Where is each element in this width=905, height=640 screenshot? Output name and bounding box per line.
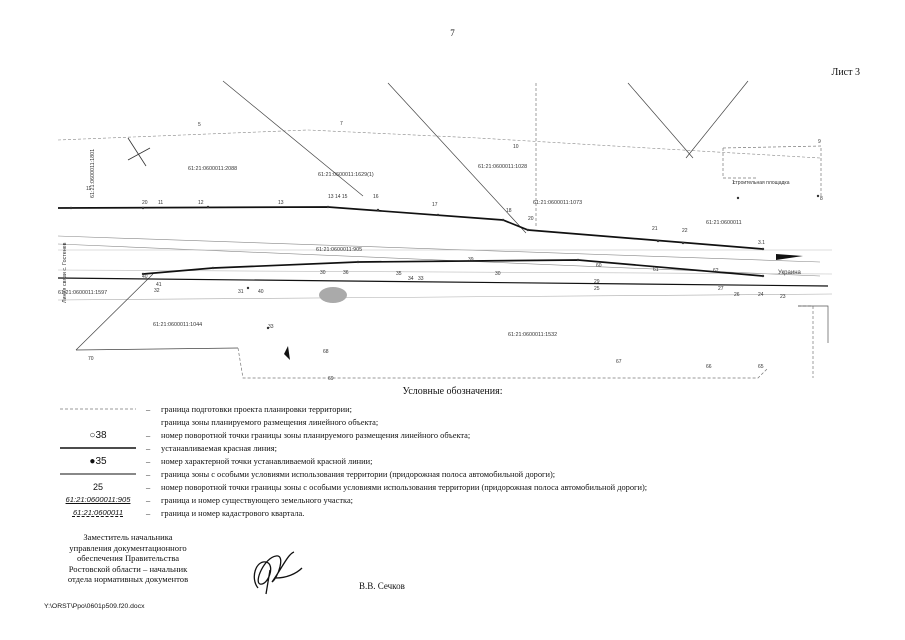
- svg-text:36: 36: [343, 270, 349, 276]
- svg-text:33: 33: [268, 324, 274, 330]
- legend-item: ●35 – номер характерной точки устанавлив…: [89, 456, 373, 467]
- svg-text:30: 30: [320, 270, 326, 276]
- file-path: Y:\ORST\Ppo\0601p509.f20.docx: [44, 603, 145, 610]
- cadastral-label: 61:21:0600011:1597: [58, 290, 107, 296]
- svg-text:12: 12: [198, 200, 204, 206]
- svg-text:18: 18: [506, 208, 512, 214]
- svg-text:31: 31: [238, 289, 244, 295]
- cadastral-label: 61:21:0600011:1028: [478, 164, 527, 170]
- legend-item: ○38 – номер поворотной точки границы зон…: [89, 430, 471, 441]
- svg-text:11: 11: [86, 186, 91, 192]
- legend-symbol-red-line: [60, 447, 136, 449]
- left-vertical-label: Линия связи с. Гостенев: [62, 242, 68, 303]
- cadastral-label: 61:21:0600011:1073: [533, 200, 582, 206]
- svg-text:5: 5: [198, 122, 201, 128]
- svg-text:35: 35: [396, 271, 402, 277]
- svg-text:17: 17: [432, 202, 438, 208]
- street-label: Украина: [778, 270, 802, 276]
- svg-text:41: 41: [156, 282, 162, 288]
- svg-text:29: 29: [594, 279, 600, 285]
- legend-item: 25 – номер поворотной точки границы зоны…: [92, 482, 648, 492]
- svg-text:62: 62: [713, 268, 719, 274]
- svg-text:39: 39: [468, 257, 474, 263]
- svg-text:70: 70: [88, 356, 94, 362]
- construction-label: строительная площадка: [733, 180, 790, 186]
- svg-text:23: 23: [780, 294, 786, 300]
- svg-text:7: 7: [340, 121, 343, 127]
- svg-text:30: 30: [495, 271, 501, 277]
- svg-text:11: 11: [158, 200, 163, 206]
- legend-item: 61:21:0600011:905 – граница и номер суще…: [65, 495, 354, 505]
- svg-text:20: 20: [528, 216, 534, 222]
- svg-text:66: 66: [706, 364, 712, 370]
- cadastral-label: 61:21:0600011:2088: [188, 166, 237, 172]
- svg-text:13 14 15: 13 14 15: [328, 194, 348, 200]
- page-number: 7: [450, 28, 455, 38]
- cadastral-label: 61:21:0600011:1629(1): [318, 172, 374, 178]
- svg-text:68: 68: [323, 349, 329, 355]
- svg-text:61: 61: [653, 267, 659, 273]
- legend-symbol-special-zone: [60, 473, 136, 475]
- svg-text:24: 24: [758, 292, 764, 298]
- sheet-label: Лист 3: [831, 67, 860, 78]
- cadastral-label: 61:21:0600011:905: [316, 247, 362, 253]
- signature: [253, 551, 303, 595]
- svg-text:10: 10: [513, 144, 519, 150]
- legend-item: 61:21:0600011 – граница и номер кадастро…: [72, 508, 305, 518]
- svg-text:40: 40: [258, 289, 264, 295]
- svg-text:3.1: 3.1: [758, 240, 765, 246]
- svg-text:16: 16: [373, 194, 379, 200]
- cadastral-label: 61:21:0600011:1532: [508, 332, 557, 338]
- svg-text:22: 22: [682, 228, 688, 234]
- svg-text:69: 69: [328, 376, 334, 382]
- svg-text:8: 8: [820, 196, 823, 202]
- svg-text:32: 32: [154, 288, 160, 294]
- svg-text:40: 40: [142, 274, 148, 280]
- svg-text:1: 1: [732, 180, 735, 186]
- legend-item: – устанавливаемая красная линия;: [58, 444, 858, 457]
- legend-symbol-planning-boundary: [60, 408, 136, 410]
- svg-text:27: 27: [718, 286, 724, 292]
- legend-item: граница зоны планируемого размещения лин…: [161, 418, 379, 427]
- svg-text:25: 25: [594, 286, 600, 292]
- legend-title: Условные обозначения:: [402, 386, 503, 397]
- cadastral-label: 61:21:0600011:1044: [153, 322, 202, 328]
- signatory-position: Заместитель начальника управления докуме…: [67, 532, 189, 585]
- svg-text:33: 33: [418, 276, 424, 282]
- svg-text:65: 65: [758, 364, 764, 370]
- svg-text:9: 9: [818, 139, 821, 145]
- svg-text:60: 60: [596, 263, 602, 269]
- svg-text:67: 67: [616, 359, 622, 365]
- legend-item: – граница подготовки проекта планировки …: [58, 405, 858, 418]
- signatory-name: В.В. Сечков: [359, 581, 405, 591]
- svg-text:34: 34: [408, 276, 414, 282]
- cadastral-label: 61:21:0600011:1801: [90, 149, 96, 198]
- svg-text:20: 20: [142, 200, 148, 206]
- svg-text:26: 26: [734, 292, 740, 298]
- svg-text:21: 21: [652, 226, 658, 232]
- legend-item: – граница зоны с особыми условиями испол…: [58, 470, 858, 483]
- cadastral-label: 61:21:0600011: [706, 220, 742, 226]
- svg-text:13: 13: [278, 200, 284, 206]
